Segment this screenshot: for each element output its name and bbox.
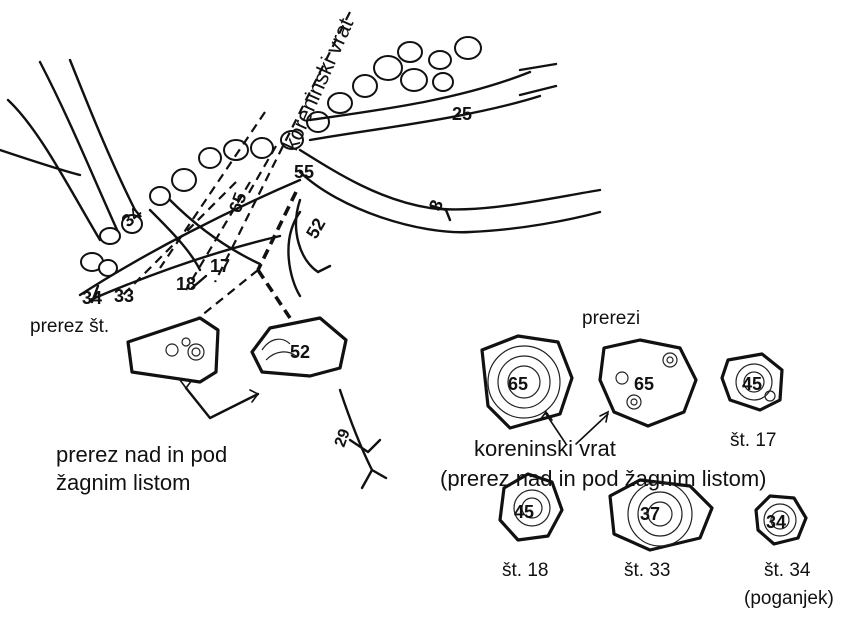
stone-band xyxy=(81,37,481,276)
section-label-37: 37 xyxy=(640,504,660,524)
num-25: 25 xyxy=(452,104,472,124)
num-3: 3 xyxy=(425,197,447,213)
label-st18: št. 18 xyxy=(502,560,548,581)
label-poganjek: (poganjek) xyxy=(744,588,834,609)
num-33-cut: 33 xyxy=(114,286,134,306)
log-section-1 xyxy=(128,318,218,382)
label-prerez-st: prerez št. xyxy=(30,316,109,337)
label-prerez-nad-line2: žagnim listom xyxy=(56,470,190,495)
section-label-34: 34 xyxy=(766,512,786,532)
num-52-section: 52 xyxy=(290,342,310,362)
num-18-cut: 18 xyxy=(176,274,196,294)
label-st33: št. 33 xyxy=(624,560,670,581)
label-st34: št. 34 xyxy=(764,560,811,581)
num-17-cut: 17 xyxy=(210,256,230,276)
num-29: 29 xyxy=(332,427,354,450)
label-koreninski-vrat: koreninski vrat xyxy=(474,436,616,461)
main-root-left xyxy=(0,60,135,240)
num-55: 55 xyxy=(294,162,314,182)
label-prerezi: prerezi xyxy=(582,308,640,329)
section-label-65-a: 65 xyxy=(508,374,528,394)
label-prerez-nad-line1: prerez nad in pod xyxy=(56,442,227,467)
section-label-45-b: 45 xyxy=(514,502,534,522)
section-label-65-b: 65 xyxy=(634,374,654,394)
label-prerez-nad-paren: (prerez nad in pod žagnim listom) xyxy=(440,466,766,491)
label-st17: št. 17 xyxy=(730,430,776,451)
section-label-45-a: 45 xyxy=(742,374,762,394)
num-52-root: 52 xyxy=(302,215,329,242)
num-34-cut: 34 xyxy=(82,288,102,308)
